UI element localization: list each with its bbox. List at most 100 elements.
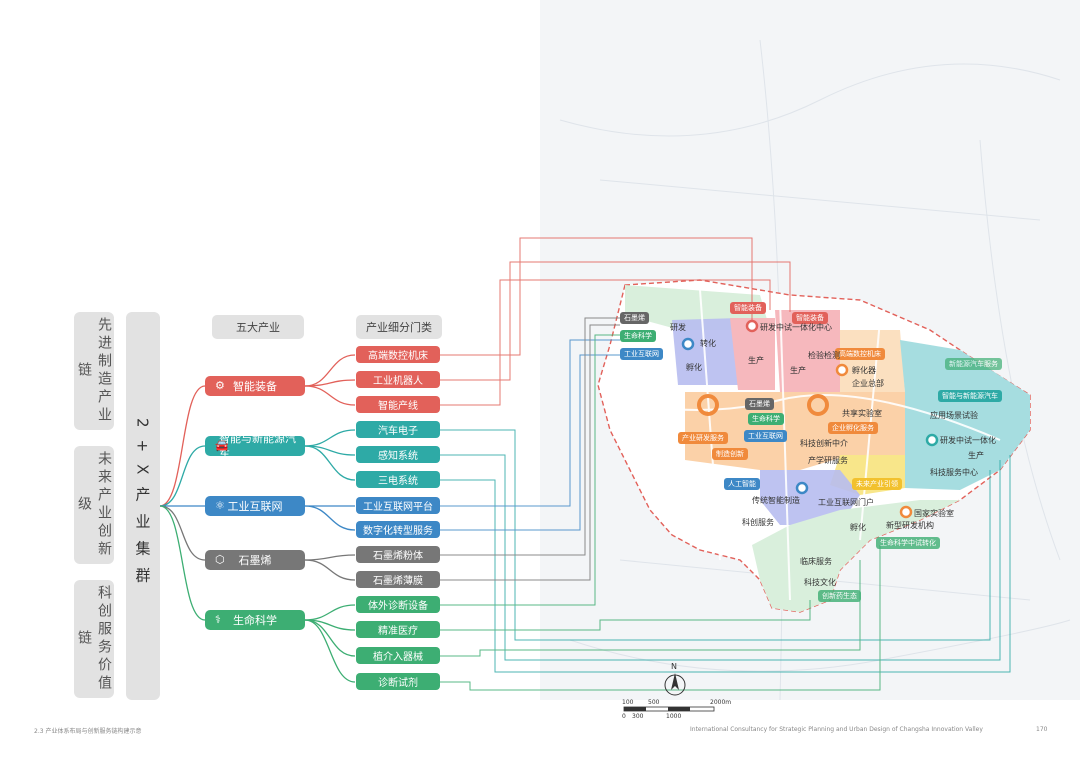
map-connectors xyxy=(440,237,1011,691)
zone-pink-2 xyxy=(775,310,840,392)
segment-ivd[interactable]: 体外诊断设备 xyxy=(356,596,440,613)
map-tag[interactable]: 工业互联网 xyxy=(620,348,663,360)
map-label: 生产 xyxy=(968,451,984,460)
map-label: 研发中试一体化中心 xyxy=(760,323,832,332)
segment-digital-transform[interactable]: 数字化转型服务 xyxy=(356,521,440,538)
category-nev[interactable]: 🚘智能与新能源汽车 xyxy=(205,432,305,461)
node-d xyxy=(925,433,939,447)
node-c xyxy=(835,363,849,377)
network-icon: ⚛ xyxy=(215,499,225,512)
segment-iiot-platform[interactable]: 工业互联网平台 xyxy=(356,497,440,514)
segment-perception[interactable]: 感知系统 xyxy=(356,446,440,463)
hub-west xyxy=(697,394,719,416)
map-label: 临床服务 xyxy=(800,557,832,566)
footer-left: 2.3 产业体系布局与创新服务链构建示意 xyxy=(34,728,142,735)
car-icon: 🚘 xyxy=(215,439,229,452)
category-label: 生命科学 xyxy=(233,614,277,627)
map-label: 研发中试一体化 xyxy=(940,436,996,445)
zone-purple-2 xyxy=(760,470,860,525)
map-tag[interactable]: 智能装备 xyxy=(792,312,828,324)
tree-connectors xyxy=(159,354,356,683)
scale-label: 300 xyxy=(632,713,644,720)
segment-cnc[interactable]: 高端数控机床 xyxy=(356,346,440,363)
footer-right: International Consultancy for Strategic … xyxy=(690,726,983,733)
map-tag[interactable]: 智能装备 xyxy=(730,302,766,314)
segment-reagent[interactable]: 诊断试剂 xyxy=(356,673,440,690)
center-cluster-box: 2+X产业集群 xyxy=(126,312,160,700)
graphene-icon: ⬡ xyxy=(215,553,225,566)
label-advanced-manufacturing: 先进制造产业链 xyxy=(74,312,114,430)
map-label: 工业互联网门户 xyxy=(818,498,874,507)
zone-purple-1 xyxy=(672,318,742,385)
zone-pink-1 xyxy=(730,318,775,390)
node-a xyxy=(681,337,695,351)
medical-icon: ⚕ xyxy=(215,613,221,626)
map-label: 孵化 xyxy=(850,523,866,532)
segment-smart-line[interactable]: 智能产线 xyxy=(356,396,440,413)
zone-green-south xyxy=(752,500,960,612)
segment-three-electric[interactable]: 三电系统 xyxy=(356,471,440,488)
map-label: 检验检测 xyxy=(808,351,840,360)
north-arrow xyxy=(664,673,686,696)
zone-teal xyxy=(900,340,1030,490)
map-tag[interactable]: 制造创新 xyxy=(712,448,748,460)
map-tag[interactable]: 产业研发服务 xyxy=(678,432,728,444)
map-tag[interactable]: 石墨烯 xyxy=(745,398,774,410)
scale-bar xyxy=(623,706,715,712)
label-future-industry: 未来产业创新级 xyxy=(74,446,114,564)
category-life-science[interactable]: ⚕ 生命科学 xyxy=(205,610,305,630)
map-label: 科技创新中介 xyxy=(800,439,848,448)
category-graphene[interactable]: ⬡ 石墨烯 xyxy=(205,550,305,570)
hub-east xyxy=(807,394,829,416)
node-f xyxy=(899,505,913,519)
map-label: 共享实验室 xyxy=(842,409,882,418)
map-label: 国家实验室 xyxy=(914,509,954,518)
map-label: 转化 xyxy=(700,339,716,348)
footer-page: 170 xyxy=(1036,726,1048,733)
header-industries: 五大产业 xyxy=(212,315,304,339)
segment-graphene-film[interactable]: 石墨烯薄膜 xyxy=(356,571,440,588)
map-tag[interactable]: 创新药生态 xyxy=(818,590,861,602)
map-tag[interactable]: 生命科学中试转化 xyxy=(876,537,940,549)
zone-orange-1 xyxy=(840,330,905,392)
map-tag[interactable]: 石墨烯 xyxy=(620,312,649,324)
map-tag[interactable]: 人工智能 xyxy=(724,478,760,490)
map-label: 孵化 xyxy=(686,363,702,372)
map-label: 生产 xyxy=(790,366,806,375)
header-segments: 产业细分门类 xyxy=(356,315,442,339)
map-tag[interactable]: 工业互联网 xyxy=(744,430,787,442)
map-label: 产学研服务 xyxy=(808,456,848,465)
category-label: 石墨烯 xyxy=(238,554,272,567)
category-industrial-internet[interactable]: ⚛工业互联网 xyxy=(205,496,305,516)
map-label: 科创服务 xyxy=(742,518,774,527)
category-label: 智能与新能源汽车 xyxy=(219,432,296,461)
map-tag[interactable]: 生命科学 xyxy=(748,413,784,425)
node-e xyxy=(795,481,809,495)
map-label: 科技文化 xyxy=(804,578,836,587)
node-b xyxy=(745,319,759,333)
equipment-icon: ⚙ xyxy=(215,379,225,392)
map-tag[interactable]: 未来产业引领 xyxy=(852,478,902,490)
map-tag[interactable]: 高端数控机床 xyxy=(835,348,885,360)
segment-auto-electronics[interactable]: 汽车电子 xyxy=(356,421,440,438)
scale-label: 2000m xyxy=(710,699,732,706)
map-label: 孵化器 xyxy=(852,366,876,375)
map-tag[interactable]: 企业孵化服务 xyxy=(828,422,878,434)
category-label: 智能装备 xyxy=(233,380,277,393)
map-label: 研发 xyxy=(670,323,686,332)
map-label: 生产 xyxy=(748,356,764,365)
map-tag[interactable]: 智能与新能源汽车 xyxy=(938,390,1002,402)
label-innovation-service: 科创服务价值链 xyxy=(74,580,114,698)
category-intelligent-equipment[interactable]: ⚙ 智能装备 xyxy=(205,376,305,396)
segment-precision-medicine[interactable]: 精准医疗 xyxy=(356,621,440,638)
map-tag[interactable]: 新能源汽车服务 xyxy=(945,358,1002,370)
segment-implant[interactable]: 植介入器械 xyxy=(356,647,440,664)
segment-graphene-powder[interactable]: 石墨烯粉体 xyxy=(356,546,440,563)
scale-label: 100 xyxy=(622,699,634,706)
north-label: N xyxy=(671,662,677,671)
segment-robot[interactable]: 工业机器人 xyxy=(356,371,440,388)
map-tag[interactable]: 生命科学 xyxy=(620,330,656,342)
map-label: 应用场景试验 xyxy=(930,411,978,420)
scale-label: 0 xyxy=(622,713,626,720)
